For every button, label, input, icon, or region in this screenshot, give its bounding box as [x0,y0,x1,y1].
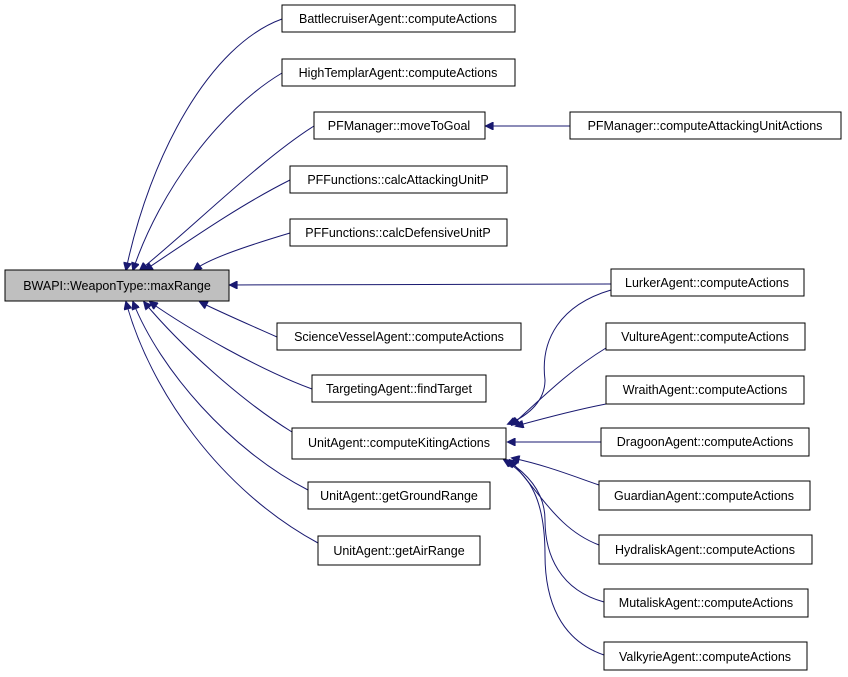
node-label: UnitAgent::getGroundRange [320,489,478,503]
node-hydralisk-computeactions[interactable]: HydraliskAgent::computeActions [598,534,813,565]
edge-sciencevessel-to-maxrange [200,302,278,338]
edge-lurker-to-kiting [508,289,612,424]
node-label: ValkyrieAgent::computeActions [619,650,791,664]
node-label: PFManager::computeAttackingUnitActions [588,119,823,133]
node-unitagent-getairrange[interactable]: UnitAgent::getAirRange [317,535,481,566]
edge-targetingagent-to-maxrange [150,302,313,390]
node-maxrange[interactable]: BWAPI::WeaponType::maxRange [4,269,230,302]
edges [126,18,612,656]
node-label: DragoonAgent::computeActions [617,435,794,449]
node-sciencevessel-computeactions[interactable]: ScienceVesselAgent::computeActions [276,322,522,351]
node-hightemplar-computeactions[interactable]: HighTemplarAgent::computeActions [281,58,516,87]
node-label: MutaliskAgent::computeActions [619,596,793,610]
node-label: WraithAgent::computeActions [623,383,787,397]
node-pfmanager-computeattackingunitactions[interactable]: PFManager::computeAttackingUnitActions [569,111,842,140]
node-label: PFFunctions::calcAttackingUnitP [307,173,488,187]
node-pffunctions-calcattackingunitp[interactable]: PFFunctions::calcAttackingUnitP [289,165,508,194]
edge-battlecruiser-to-maxrange [126,18,283,270]
node-unitagent-computekitingactions[interactable]: UnitAgent::computeKitingActions [291,427,507,460]
node-label: GuardianAgent::computeActions [614,489,794,503]
edge-calcattacking-to-maxrange [145,179,291,270]
node-guardian-computeactions[interactable]: GuardianAgent::computeActions [598,480,811,511]
edge-kiting-to-maxrange [144,302,293,433]
node-pfmanager-movetogoal[interactable]: PFManager::moveToGoal [313,111,486,140]
edge-valkyrie-to-kiting [504,460,605,656]
node-label: VultureAgent::computeActions [621,330,789,344]
edge-guardian-to-kiting [512,458,600,486]
node-label: UnitAgent::computeKitingActions [308,436,490,450]
node-label: BattlecruiserAgent::computeActions [299,12,497,26]
node-label: PFManager::moveToGoal [328,119,470,133]
node-label: HydraliskAgent::computeActions [615,543,795,557]
node-wraith-computeactions[interactable]: WraithAgent::computeActions [605,375,805,405]
node-label: TargetingAgent::findTarget [326,382,472,396]
edge-mutalisk-to-kiting [506,460,605,603]
node-targetingagent-findtarget[interactable]: TargetingAgent::findTarget [311,374,487,403]
edge-airrange-to-maxrange [126,302,319,544]
node-valkyrie-computeactions[interactable]: ValkyrieAgent::computeActions [603,641,808,671]
node-battlecruiser-computeactions[interactable]: BattlecruiserAgent::computeActions [281,4,516,33]
edge-vulture-to-kiting [512,347,607,425]
node-mutalisk-computeactions[interactable]: MutaliskAgent::computeActions [603,588,809,618]
node-label: HighTemplarAgent::computeActions [299,66,498,80]
node-lurker-computeactions[interactable]: LurkerAgent::computeActions [610,268,805,297]
edge-hightemplar-to-maxrange [133,72,283,270]
node-dragoon-computeactions[interactable]: DragoonAgent::computeActions [600,427,810,457]
edge-lurker-to-maxrange [230,284,612,285]
edge-groundrange-to-maxrange [133,302,309,491]
node-label: UnitAgent::getAirRange [333,544,464,558]
node-label: BWAPI::WeaponType::maxRange [23,279,211,293]
nodes: BWAPI::WeaponType::maxRange Battlecruise… [4,4,842,671]
edge-wraith-to-kiting [516,403,607,426]
node-vulture-computeactions[interactable]: VultureAgent::computeActions [605,322,806,351]
edge-movetogoal-to-maxrange [140,125,315,270]
node-label: ScienceVesselAgent::computeActions [294,330,504,344]
node-label: PFFunctions::calcDefensiveUnitP [305,226,491,240]
node-pffunctions-calcdefensiveunitp[interactable]: PFFunctions::calcDefensiveUnitP [289,218,508,247]
edge-calcdefensive-to-maxrange [194,232,291,270]
node-label: LurkerAgent::computeActions [625,276,789,290]
node-unitagent-getgroundrange[interactable]: UnitAgent::getGroundRange [307,481,491,510]
